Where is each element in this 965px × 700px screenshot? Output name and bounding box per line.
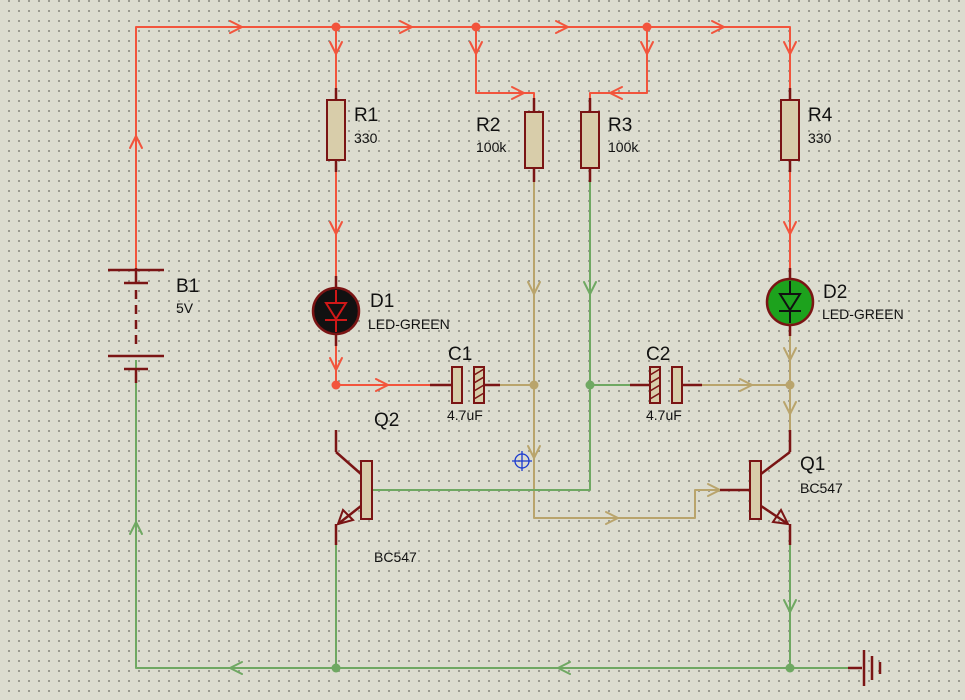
capacitor-c2[interactable]: C2 4.7uF xyxy=(630,344,702,423)
ground-net xyxy=(129,168,850,675)
q1-label: Q1 xyxy=(800,454,825,475)
q1-value: BC547 xyxy=(800,480,843,496)
r2-label: R2 xyxy=(476,115,500,136)
d2-label: D2 xyxy=(823,282,847,303)
battery-b1[interactable]: B1 5V xyxy=(108,268,199,383)
led-d1[interactable]: D1 LED-GREEN xyxy=(311,276,450,346)
c1-value: 4.7uF xyxy=(447,407,483,423)
c2-label: C2 xyxy=(646,344,670,365)
r2-value: 100k xyxy=(476,139,507,155)
resistor-r1[interactable]: R1 330 xyxy=(326,88,378,172)
resistor-r4[interactable]: R4 330 xyxy=(780,88,833,172)
b1-value: 5V xyxy=(176,300,194,316)
r4-label: R4 xyxy=(808,105,833,126)
r3-label: R3 xyxy=(608,115,632,136)
transistor-q1[interactable]: Q1 BC547 xyxy=(720,430,843,545)
crosshair-cursor-icon xyxy=(512,451,532,471)
r1-value: 330 xyxy=(354,130,378,146)
d2-value: LED-GREEN xyxy=(822,306,904,322)
r1-label: R1 xyxy=(354,105,378,126)
q2-value: BC547 xyxy=(374,549,417,565)
led-d2[interactable]: D2 LED-GREEN xyxy=(765,268,904,336)
junction-dots xyxy=(331,22,795,673)
c1-label: C1 xyxy=(448,344,472,365)
r3-value: 100k xyxy=(608,139,639,155)
resistor-r2[interactable]: R2 100k xyxy=(476,98,544,182)
supply-net xyxy=(135,26,791,386)
r4-value: 330 xyxy=(808,130,832,146)
q1-base-net xyxy=(497,168,797,525)
b1-label: B1 xyxy=(176,276,199,297)
d1-value: LED-GREEN xyxy=(368,316,450,332)
ground-icon[interactable] xyxy=(848,650,882,686)
transistor-q2[interactable]: Q2 BC547 xyxy=(334,410,417,565)
capacitor-c1[interactable]: C1 4.7uF xyxy=(430,344,500,423)
supply-current-arrows xyxy=(129,20,797,392)
resistor-r3[interactable]: R3 100k xyxy=(580,98,639,182)
d1-label: D1 xyxy=(370,291,394,312)
q2-label: Q2 xyxy=(374,410,399,431)
c2-value: 4.7uF xyxy=(646,407,682,423)
